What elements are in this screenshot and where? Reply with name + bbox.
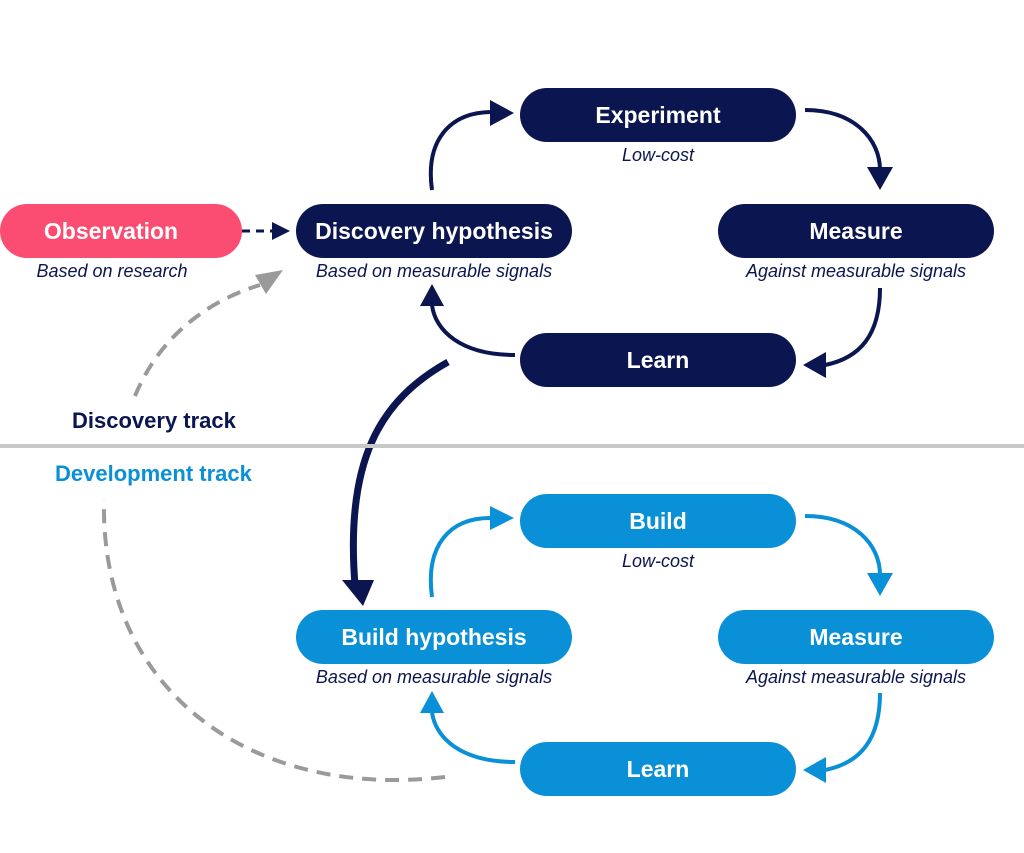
arrowhead-buildhyp [420,691,444,713]
observation-node: Observation [0,204,242,258]
arrow-learn-to-hypothesis [430,304,516,357]
arrowhead-learn [803,352,826,378]
arrowhead-transfer [342,580,374,606]
arrow-build-to-measure [804,514,882,576]
build-node: Build [520,494,796,548]
track-divider [0,444,1024,448]
discovery-hypothesis-label: Discovery hypothesis [315,217,553,244]
arrow-experiment-to-measure [804,108,882,171]
build-hypothesis-label: Build hypothesis [341,623,527,650]
discovery-track-label: Discovery track [72,408,236,433]
arrowhead-measure-dev [867,573,893,596]
experiment-subtitle: Low-cost [621,145,695,165]
feedback-loop-dashed [101,499,446,783]
arrow-measure-to-learn [824,287,882,367]
arrowhead-experiment [490,100,514,126]
arrowhead-hypothesis [420,284,444,306]
development-learn-label: Learn [626,755,690,782]
discovery-measure-subtitle: Against measurable signals [745,261,967,281]
arrowhead-learn-dev [803,757,826,783]
experiment-label: Experiment [595,101,721,128]
discovery-cycle-arrows [428,108,882,367]
observation-label: Observation [43,217,179,244]
development-track-label: Development track [55,461,252,486]
feedback-loop-dashed-upper [133,283,261,397]
discovery-learn-label: Learn [626,346,690,373]
discovery-measure-label: Measure [809,217,903,244]
discovery-measure-node: Measure [718,204,994,258]
arrow-learn-to-buildhyp [430,711,516,764]
build-hypothesis-subtitle: Based on measurable signals [315,667,553,687]
development-learn-node: Learn [520,742,796,796]
arrow-buildhyp-to-build [428,516,491,598]
arrowhead-feedback [255,270,283,294]
discovery-hypothesis-subtitle: Based on measurable signals [315,261,553,281]
arrow-discovery-to-development [349,358,450,586]
development-measure-subtitle: Against measurable signals [745,667,967,687]
arrow-measure-to-learn-dev [824,692,882,772]
discovery-hypothesis-node: Discovery hypothesis [296,204,572,258]
build-label: Build [629,507,687,534]
discovery-learn-node: Learn [520,333,796,387]
observation-subtitle: Based on research [36,261,188,281]
arrowhead-measure [867,167,893,190]
arrow-hypothesis-to-experiment [428,110,491,191]
development-measure-label: Measure [809,623,903,650]
arrowhead-observation [272,222,290,240]
build-subtitle: Low-cost [621,551,695,571]
build-hypothesis-node: Build hypothesis [296,610,572,664]
development-measure-node: Measure [718,610,994,664]
arrowhead-build [490,506,514,530]
experiment-node: Experiment [520,88,796,142]
